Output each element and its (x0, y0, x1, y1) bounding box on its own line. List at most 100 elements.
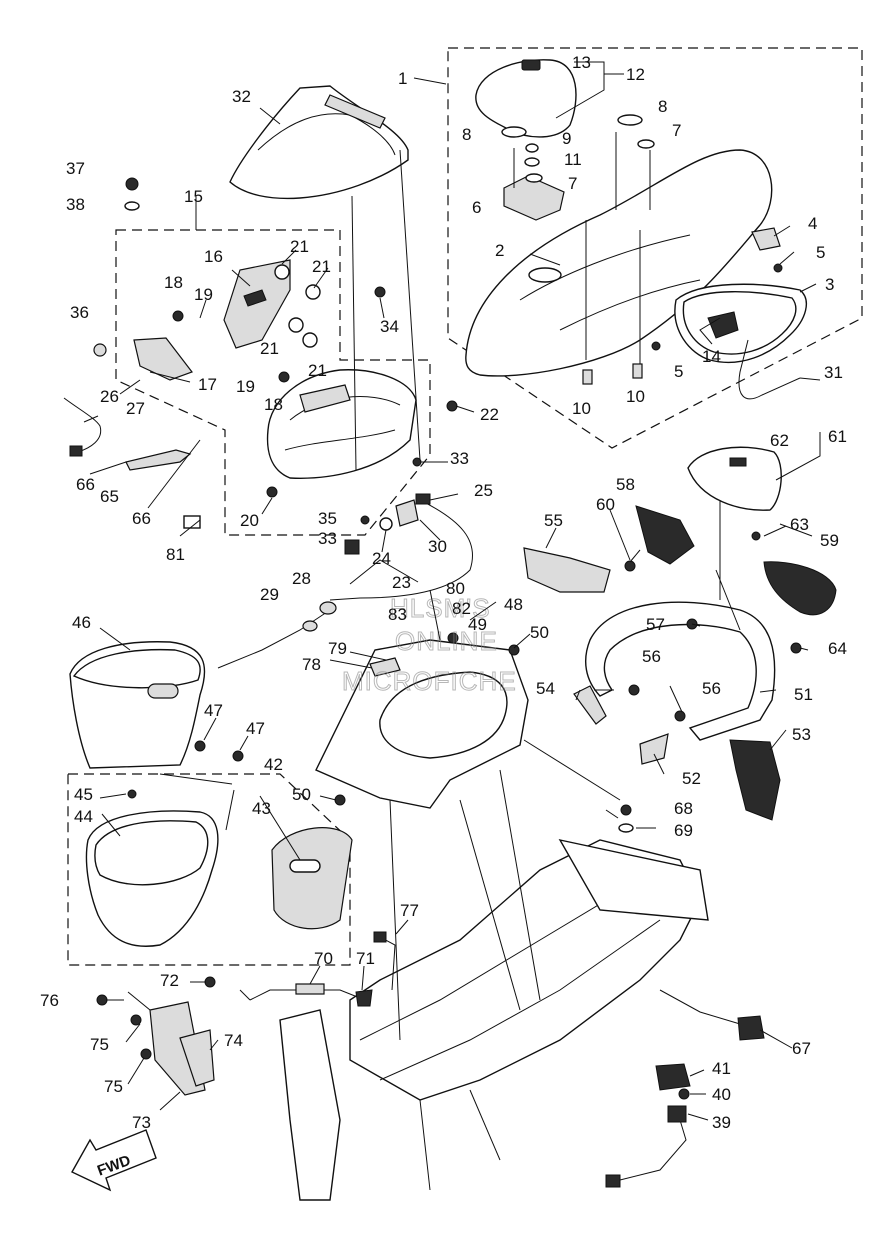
bolt-33b (360, 515, 370, 525)
bolt-20 (266, 486, 278, 498)
bolt-18b (278, 371, 290, 383)
callout-59: 59 (820, 531, 839, 550)
plate-74 (179, 1029, 215, 1087)
callout-56a: 56 (642, 647, 661, 666)
bracket-55 (523, 547, 611, 593)
bolt-34 (374, 286, 386, 298)
bolt-64 (790, 642, 802, 654)
tray-44 (85, 810, 219, 947)
callout-50a: 50 (530, 623, 549, 642)
callout-61: 61 (828, 427, 847, 446)
callout-79: 79 (328, 639, 347, 658)
cover-43 (271, 827, 353, 930)
backrest (475, 59, 577, 138)
callout-41: 41 (712, 1059, 731, 1078)
bolt-22 (446, 400, 458, 412)
callout-68: 68 (674, 799, 693, 818)
callout-49: 49 (468, 615, 487, 634)
callout-66b: 66 (132, 509, 151, 528)
callout-43: 43 (252, 799, 271, 818)
callout-31: 31 (824, 363, 843, 382)
callout-9: 9 (562, 129, 571, 148)
seat-seal (674, 283, 808, 364)
callout-16: 16 (204, 247, 223, 266)
connector-39 (605, 1174, 621, 1188)
callout-70: 70 (314, 949, 333, 968)
callout-53: 53 (792, 725, 811, 744)
lock-group-box (115, 229, 431, 536)
callout-21d: 21 (308, 361, 327, 380)
callout-2: 2 (495, 241, 504, 260)
callout-15: 15 (184, 187, 203, 206)
callout-23: 23 (392, 573, 411, 592)
connector-67 (737, 1015, 765, 1041)
bolt-5a (773, 263, 783, 273)
callouts: 1 2 3 4 5 5 6 7 7 8 8 9 10 10 11 12 13 1… (40, 53, 847, 1132)
bolt-60 (624, 560, 636, 572)
callout-7b: 7 (672, 121, 681, 140)
callout-50b: 50 (292, 785, 311, 804)
callout-76: 76 (40, 991, 59, 1010)
grab-bar-51 (584, 601, 776, 741)
callout-75a: 75 (90, 1035, 109, 1054)
callout-29: 29 (260, 585, 279, 604)
callout-66a: 66 (76, 475, 95, 494)
seat-group-box (447, 47, 863, 449)
callout-65: 65 (100, 487, 119, 506)
callout-1: 1 (398, 69, 407, 88)
bolt-56a (628, 684, 640, 696)
callout-44: 44 (74, 807, 93, 826)
relay-39 (667, 1105, 687, 1123)
bolt-75b (140, 1048, 152, 1060)
callout-52: 52 (682, 769, 701, 788)
clamp-28 (319, 601, 337, 615)
callout-4: 4 (808, 214, 817, 233)
callout-72: 72 (160, 971, 179, 990)
callout-62: 62 (770, 431, 789, 450)
callout-25: 25 (474, 481, 493, 500)
callout-8a: 8 (462, 125, 471, 144)
callout-19a: 19 (194, 285, 213, 304)
seat-cushion (465, 149, 773, 377)
cable-25 (329, 499, 474, 601)
callout-64: 64 (828, 639, 847, 658)
callout-58: 58 (616, 475, 635, 494)
hinge-58 (635, 505, 695, 565)
connector-70 (295, 983, 325, 995)
bolt-50a (508, 644, 520, 656)
bolt-47b (232, 750, 244, 762)
wire-harness-26 (63, 397, 102, 453)
callout-36: 36 (70, 303, 89, 322)
callout-6: 6 (472, 198, 481, 217)
callout-37: 37 (66, 159, 85, 178)
fwd-arrow: FWD (71, 1129, 157, 1192)
connector-25 (415, 493, 431, 505)
clip-71 (355, 989, 373, 1007)
frame (279, 838, 709, 1201)
lamp-30 (395, 499, 419, 527)
bolt-36 (93, 343, 107, 357)
storage-box (266, 369, 417, 479)
watermark-line-1: HLSM'S (390, 593, 491, 623)
callout-5a: 5 (816, 243, 825, 262)
cover-53 (729, 739, 781, 821)
callout-77: 77 (400, 901, 419, 920)
lock-assembly (133, 337, 193, 381)
cover-62 (687, 446, 782, 511)
callout-34: 34 (380, 317, 399, 336)
backrest-clip (521, 59, 541, 71)
callout-26: 26 (100, 387, 119, 406)
callout-33b: 33 (318, 529, 337, 548)
inner-panel (315, 639, 529, 809)
callout-51: 51 (794, 685, 813, 704)
callout-17: 17 (198, 375, 217, 394)
bolt-75a (130, 1014, 142, 1026)
bolt-63 (751, 531, 761, 541)
wire-67 (659, 989, 741, 1025)
callout-78: 78 (302, 655, 321, 674)
callout-12: 12 (626, 65, 645, 84)
watermark-line-3: MICROFICHE (342, 666, 517, 696)
callout-28: 28 (292, 569, 311, 588)
watermark: HLSM'S ONLINE MICROFICHE (342, 593, 517, 697)
callout-47b: 47 (246, 719, 265, 738)
